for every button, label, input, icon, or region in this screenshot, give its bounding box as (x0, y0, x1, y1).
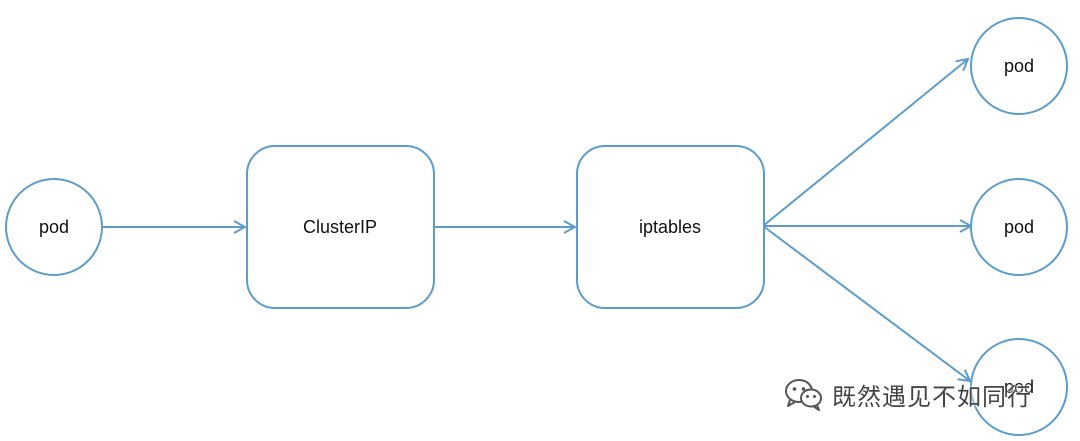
edge-iptables-to-pod-3 (762, 225, 970, 381)
node-target-pod-2: pod (970, 178, 1068, 276)
node-target-pod-2-label: pod (1004, 217, 1034, 237)
node-source-pod-label: pod (39, 217, 69, 237)
node-target-pod-1: pod (970, 17, 1068, 115)
node-target-pod-3-label: pod (1004, 377, 1034, 397)
node-target-pod-1-label: pod (1004, 56, 1034, 76)
node-iptables: iptables (576, 145, 765, 309)
watermark-text: 既然遇见不如同行 (832, 382, 1032, 411)
node-clusterip: ClusterIP (246, 145, 435, 309)
wechat-icon (785, 379, 822, 411)
node-target-pod-3: pod (970, 338, 1068, 436)
node-iptables-label: iptables (639, 217, 701, 237)
node-clusterip-label: ClusterIP (303, 217, 377, 237)
edge-iptables-to-pod-1 (762, 59, 968, 227)
node-source-pod: pod (5, 178, 103, 276)
watermark: 既然遇见不如同行 (784, 376, 1032, 412)
